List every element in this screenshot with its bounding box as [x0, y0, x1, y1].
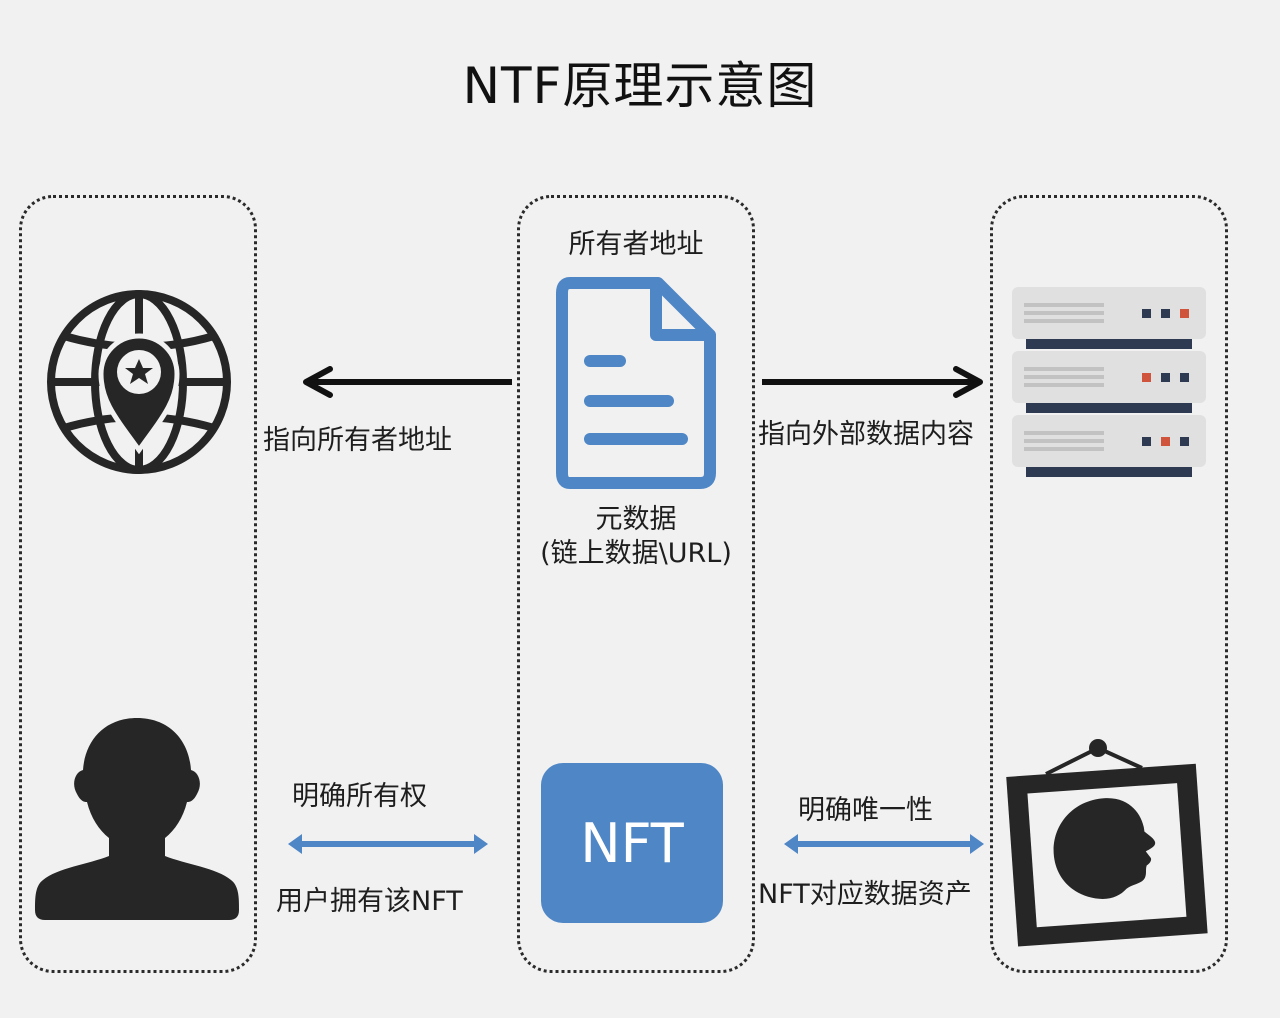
- metadata-sub-label: (链上数据\URL): [540, 538, 732, 569]
- diagram-title: NTF原理示意图: [462, 57, 818, 115]
- document-icon: [556, 277, 716, 489]
- metadata-label: 元数据: [595, 504, 677, 535]
- nft-data-asset-label: NFT对应数据资产: [758, 879, 972, 910]
- framed-portrait-icon: [1000, 736, 1218, 950]
- globe-location-icon: [44, 288, 234, 476]
- point-to-external-label: 指向外部数据内容: [758, 419, 974, 450]
- nft-box: NFT: [541, 763, 723, 923]
- arrow-uniqueness: [782, 832, 986, 856]
- ownership-label: 明确所有权: [292, 781, 427, 812]
- arrow-to-owner: [298, 366, 518, 400]
- center-panel: [517, 195, 755, 973]
- left-panel: [19, 195, 257, 973]
- user-silhouette-icon: [33, 714, 241, 922]
- right-panel: [990, 195, 1228, 973]
- arrow-to-external: [760, 366, 988, 400]
- point-to-owner-label: 指向所有者地址: [263, 425, 452, 456]
- uniqueness-label: 明确唯一性: [798, 795, 933, 826]
- arrow-ownership: [286, 832, 490, 856]
- user-owns-nft-label: 用户拥有该NFT: [276, 886, 463, 917]
- server-rack-icon: [1010, 285, 1208, 481]
- owner-address-label: 所有者地址: [568, 229, 704, 260]
